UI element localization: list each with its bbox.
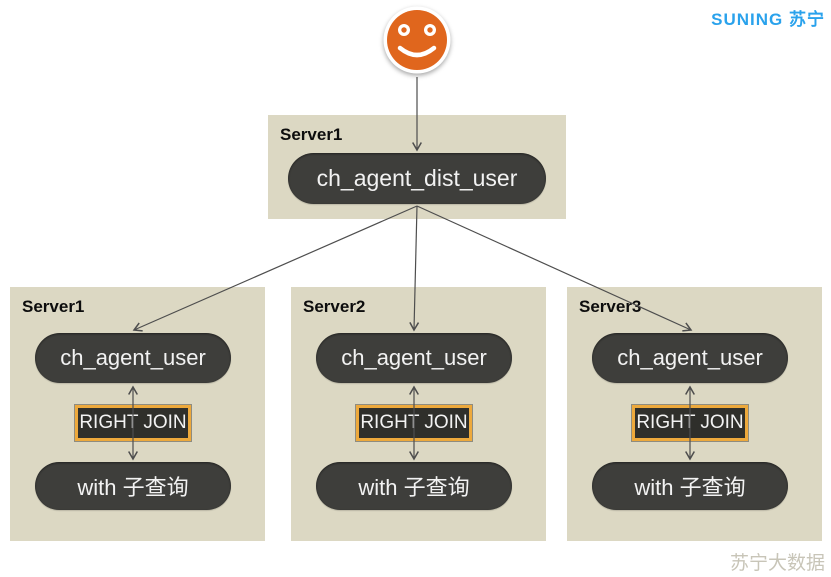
- local-table-node: ch_agent_user: [592, 333, 788, 383]
- server-box-2: Server2 ch_agent_user RIGHT JOIN with 子查…: [291, 287, 546, 541]
- server-box-1: Server1 ch_agent_user RIGHT JOIN with 子查…: [10, 287, 265, 541]
- server-box-root: Server1 ch_agent_dist_user: [268, 115, 566, 219]
- dist-table-node: ch_agent_dist_user: [288, 153, 546, 204]
- subquery-node: with 子查询: [316, 462, 512, 510]
- server-label: Server3: [579, 297, 642, 316]
- server-label: Server1: [22, 297, 85, 316]
- right-join-badge: RIGHT JOIN: [632, 405, 748, 441]
- subquery-node: with 子查询: [35, 462, 231, 510]
- local-table-node: ch_agent_user: [316, 333, 512, 383]
- subquery-node: with 子查询: [592, 462, 788, 510]
- server-label: Server1: [280, 125, 343, 144]
- server-label: Server2: [303, 297, 366, 316]
- user-smiley-icon: [383, 6, 451, 74]
- local-table-node: ch_agent_user: [35, 333, 231, 383]
- right-join-badge: RIGHT JOIN: [75, 405, 191, 441]
- right-join-badge: RIGHT JOIN: [356, 405, 472, 441]
- watermark-text: 苏宁大数据: [729, 553, 825, 574]
- suning-logo: SUNING 苏宁: [711, 10, 825, 29]
- server-box-3: Server3 ch_agent_user RIGHT JOIN with 子查…: [567, 287, 822, 541]
